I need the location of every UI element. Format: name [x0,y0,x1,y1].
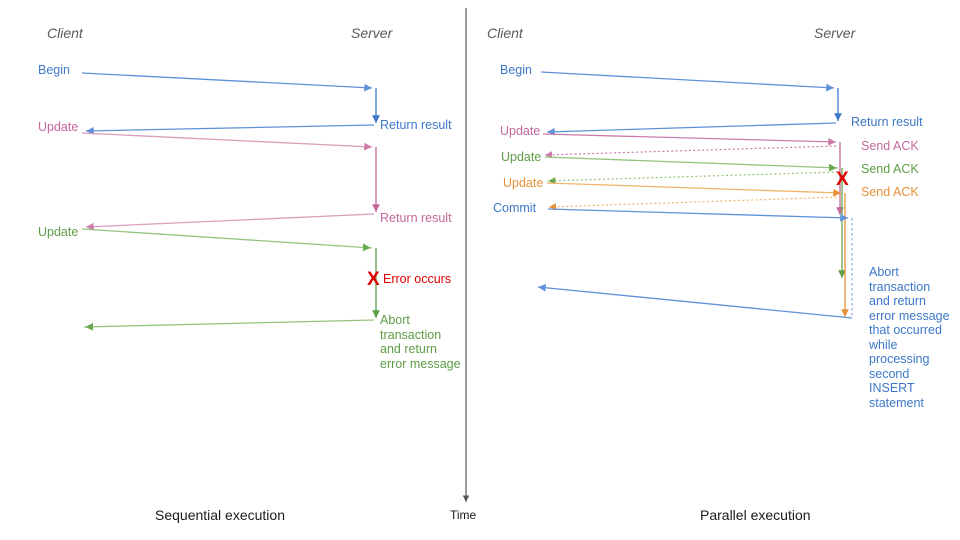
right-msg-begin: Begin [500,63,532,77]
left-msg-update-1: Update [38,120,79,134]
arrow-abort-right [537,283,853,319]
right-msg-update-2: Update [501,150,542,164]
arrow-update-orange-request [546,182,842,197]
arrow-abort-left [83,319,375,331]
arrow-update-pink-request-r [542,133,837,146]
left-panel-arrows [81,72,380,331]
arrow-send-ack-green [546,171,839,185]
arrow-commit-request [547,208,849,222]
left-actor-client: Client [47,25,83,41]
right-msg-commit: Commit [493,201,537,215]
left-msg-abort-block: Abort transaction and return error messa… [380,313,461,371]
arrow-begin-request [81,72,373,92]
left-panel-caption: Sequential execution [155,507,285,523]
arrow-return-result-2 [85,213,375,231]
arrow-return-result-r [546,122,837,136]
right-actor-client: Client [487,25,523,41]
arrow-update-pink-request [81,132,373,151]
left-error-x-icon: X [367,269,380,290]
arrow-update-green-request-r [544,156,839,172]
right-msg-abort-block: Abort transaction and return error messa… [869,265,950,410]
time-axis-label: Time [450,508,477,522]
left-msg-return-result-2: Return result [380,211,452,225]
right-panel-arrows [537,71,853,319]
arrow-update-green-request [81,228,373,252]
left-msg-return-result-1: Return result [380,118,452,132]
right-msg-update-1: Update [500,124,541,138]
left-msg-update-2: Update [38,225,79,239]
arrow-begin-request-r [540,71,835,92]
right-msg-update-3: Update [503,176,544,190]
right-msg-send-ack-2: Send ACK [861,162,919,176]
arrow-send-ack-orange [548,196,842,211]
right-panel-caption: Parallel execution [700,507,811,523]
arrow-send-ack-pink [544,145,837,159]
left-msg-error-occurs: Error occurs [383,272,452,286]
right-msg-send-ack-3: Send ACK [861,185,919,199]
right-msg-return-result: Return result [851,115,923,129]
left-actor-server: Server [351,25,393,41]
arrow-return-result-1 [85,124,375,135]
right-error-x-icon: X [836,169,849,190]
right-msg-send-ack-1: Send ACK [861,139,919,153]
left-msg-begin: Begin [38,63,70,77]
right-actor-server: Server [814,25,856,41]
